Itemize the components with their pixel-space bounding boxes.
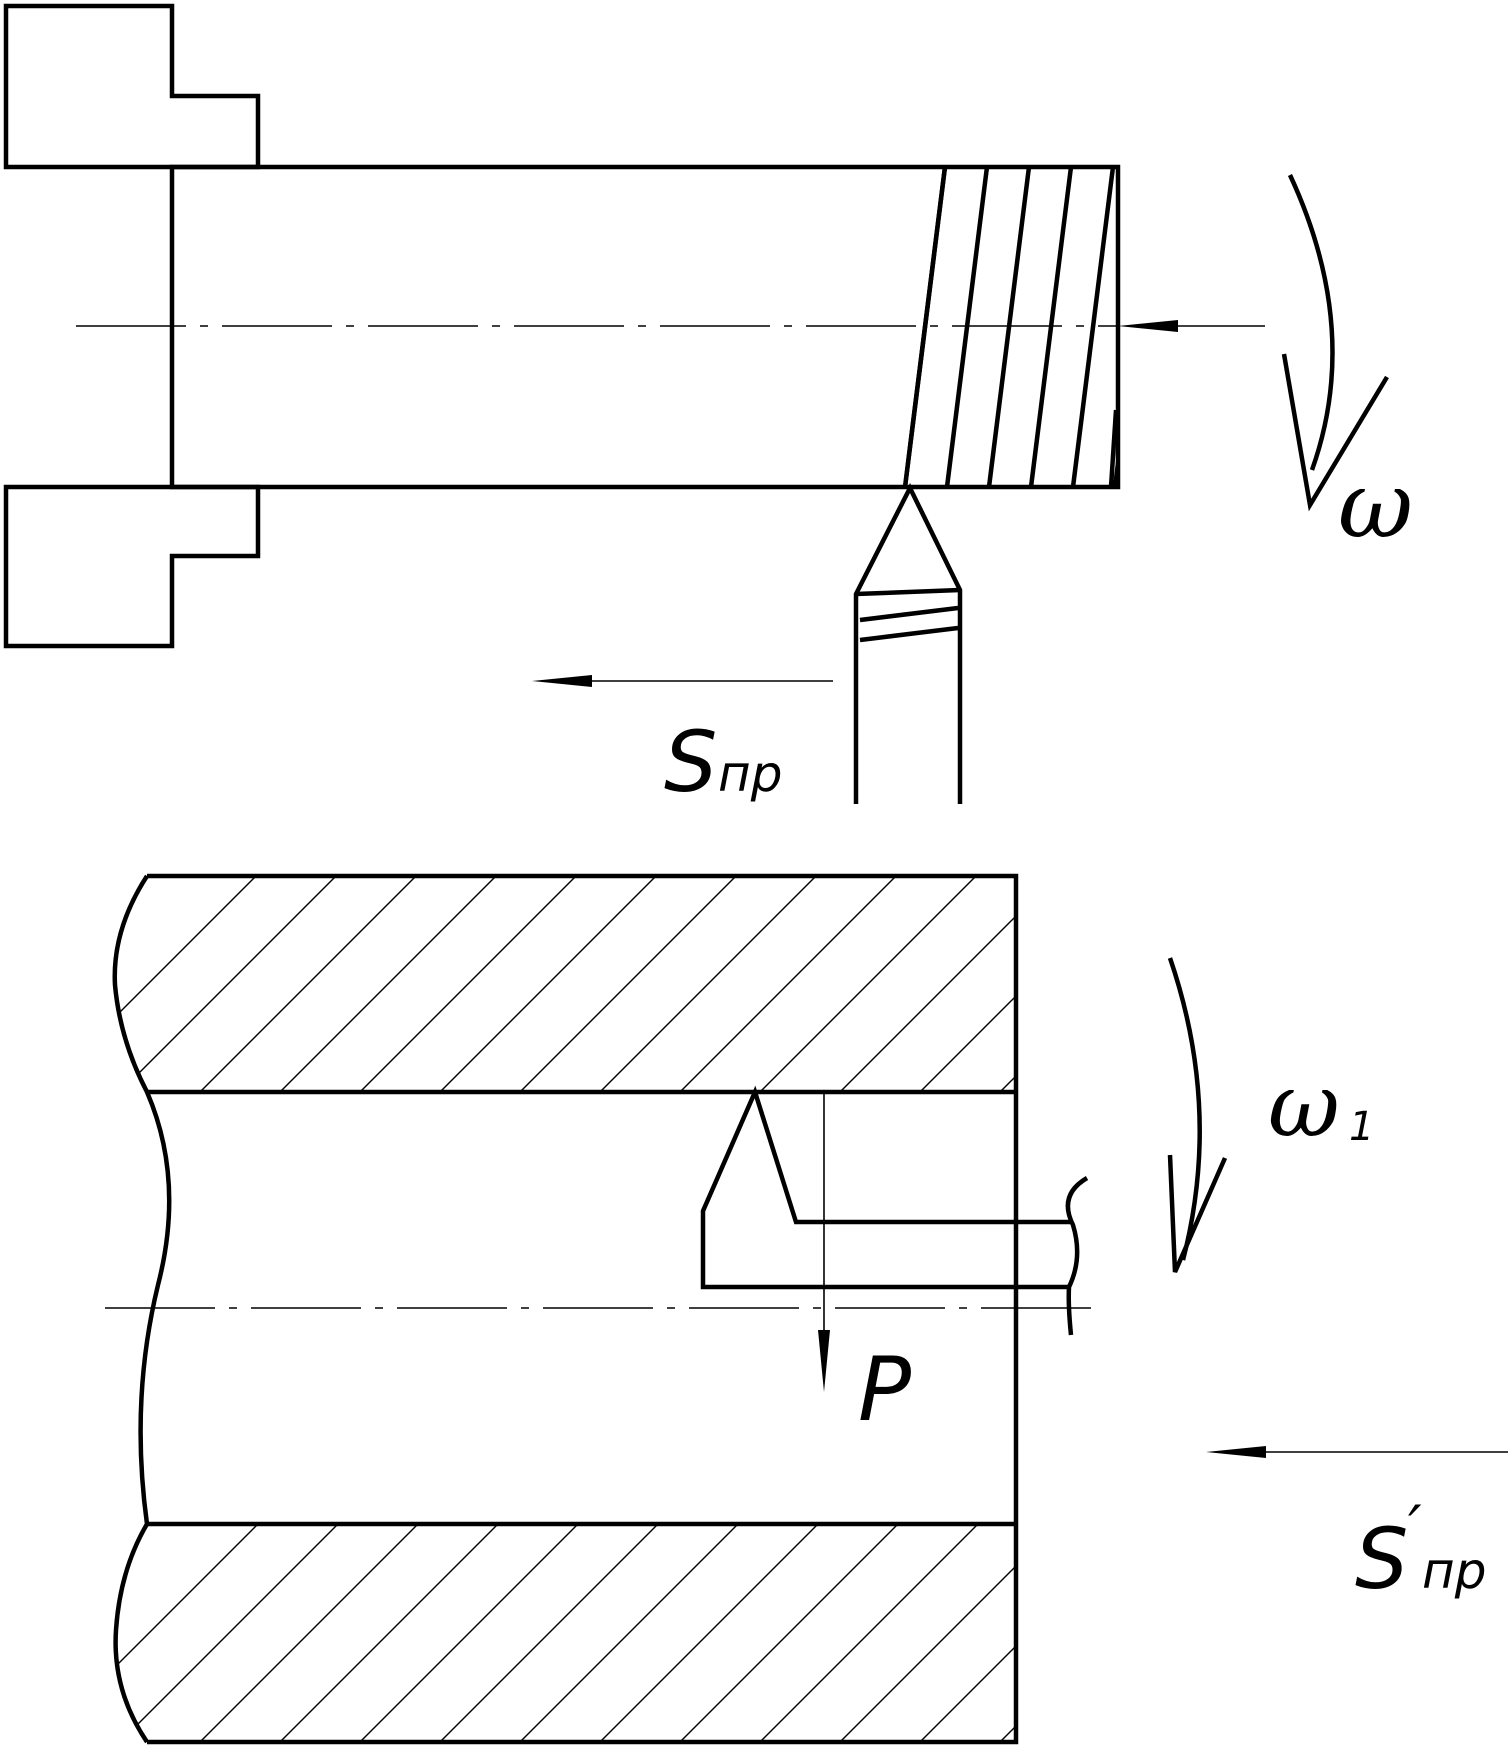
force-p-label: P	[858, 1338, 911, 1441]
bore-wall-bottom-hatch	[115, 1524, 1017, 1742]
omega1-label: ω	[1268, 1054, 1340, 1157]
omega-label: ω	[1338, 452, 1413, 559]
omega1-subscript: 1	[1349, 1104, 1374, 1150]
s-feed-label: S	[664, 713, 717, 811]
feed-arrow-s-prime	[1206, 1446, 1508, 1458]
rotation-arrow-omega	[1281, 174, 1389, 512]
cutting-tool	[853, 482, 963, 804]
feed-arrow-s	[532, 675, 833, 687]
s-prime-feed-subscript: пр	[1422, 1542, 1486, 1600]
bore-wall-top-hatch	[114, 876, 1016, 1092]
s-prime-feed-label: S	[1355, 1510, 1408, 1608]
workpiece-shaft	[169, 164, 1121, 490]
chuck-jaw-top	[3, 3, 261, 170]
radial-force-arrow-p	[818, 1092, 830, 1392]
axial-force-arrow	[1118, 320, 1265, 332]
thread-start-line	[902, 166, 948, 488]
s-feed-subscript: пр	[718, 745, 782, 803]
boring-bar-break-line	[1065, 1176, 1089, 1336]
rotation-arrow-omega1	[1167, 957, 1228, 1273]
chuck-jaw-bottom	[3, 484, 261, 649]
bored-workpiece	[112, 873, 1019, 1745]
s-prime-mark: ′	[1408, 1493, 1422, 1563]
boring-bar-tool	[700, 1085, 1071, 1290]
thread-end-tick	[1108, 409, 1119, 488]
